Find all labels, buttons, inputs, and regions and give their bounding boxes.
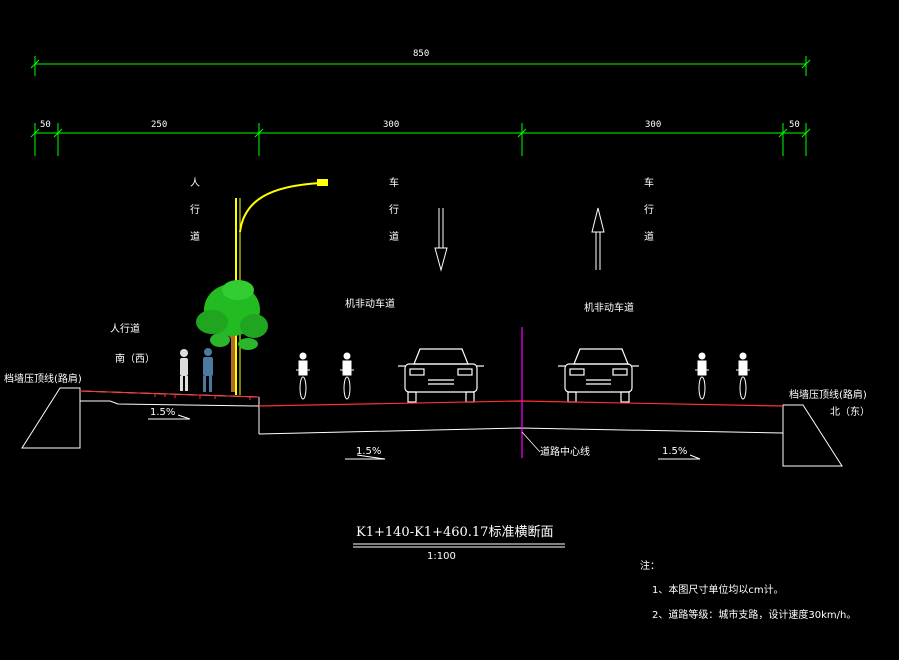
slope-label-sidewalk: 1.5%: [150, 407, 176, 418]
segment-dimension-label: 300: [383, 120, 400, 130]
drawing-title: K1+140-K1+460.17标准横断面: [356, 525, 554, 540]
total-dimension-line: [30, 56, 811, 76]
drawing-scale: 1:100: [427, 551, 456, 562]
lane-vertical-label-left: 车行道: [389, 178, 399, 243]
tree-icon: [196, 280, 268, 392]
down-arrow-icon: [434, 208, 448, 272]
segment-dimension-label: 50: [789, 120, 800, 130]
car-icon: [398, 348, 484, 403]
segment-dimension-line: [30, 123, 811, 156]
road-structure: [21, 387, 843, 467]
direction-label-right: 北（东）: [830, 407, 870, 418]
note-item: 2、道路等级：城市支路，设计速度30km/h。: [652, 610, 857, 621]
motor-lane-label-left: 机非动车道: [345, 299, 395, 310]
pedestrian-icon: [203, 348, 213, 392]
pavement-surface: [258, 400, 784, 407]
slope-label-right: 1.5%: [662, 446, 688, 457]
cyclist-icon: [695, 352, 709, 400]
title-underline: [353, 543, 565, 548]
motor-lane-label-right: 机非动车道: [584, 303, 634, 314]
cyclist-icon: [340, 352, 354, 400]
retaining-wall-label-right: 档墙压顶线(路肩): [789, 390, 867, 401]
sidewalk-label: 人行道: [110, 324, 140, 335]
slope-label-left: 1.5%: [356, 446, 382, 457]
pedestrian-icon: [180, 349, 188, 391]
sidewalk-vertical-label: 人行道: [190, 178, 200, 243]
centerline-leader: [521, 431, 541, 453]
cyclist-icon: [736, 352, 750, 400]
up-arrow-icon: [591, 207, 605, 270]
lane-vertical-label-right: 车行道: [644, 178, 654, 243]
note-item: 1、本图尺寸单位均以cm计。: [652, 585, 784, 596]
cyclist-icon: [296, 352, 310, 400]
sidewalk-pavers: [79, 390, 260, 400]
car-icon: [558, 348, 639, 403]
retaining-wall-label-left: 档墙压顶线(路肩): [4, 374, 82, 385]
centerline-label: 道路中心线: [540, 447, 590, 458]
segment-dimension-label: 250: [151, 120, 168, 130]
segment-dimension-label: 50: [40, 120, 51, 130]
segment-dimension-label: 300: [645, 120, 662, 130]
notes-heading: 注：: [640, 561, 660, 572]
direction-label-left: 南（西）: [115, 354, 155, 365]
total-dimension-label: 850: [413, 49, 430, 59]
